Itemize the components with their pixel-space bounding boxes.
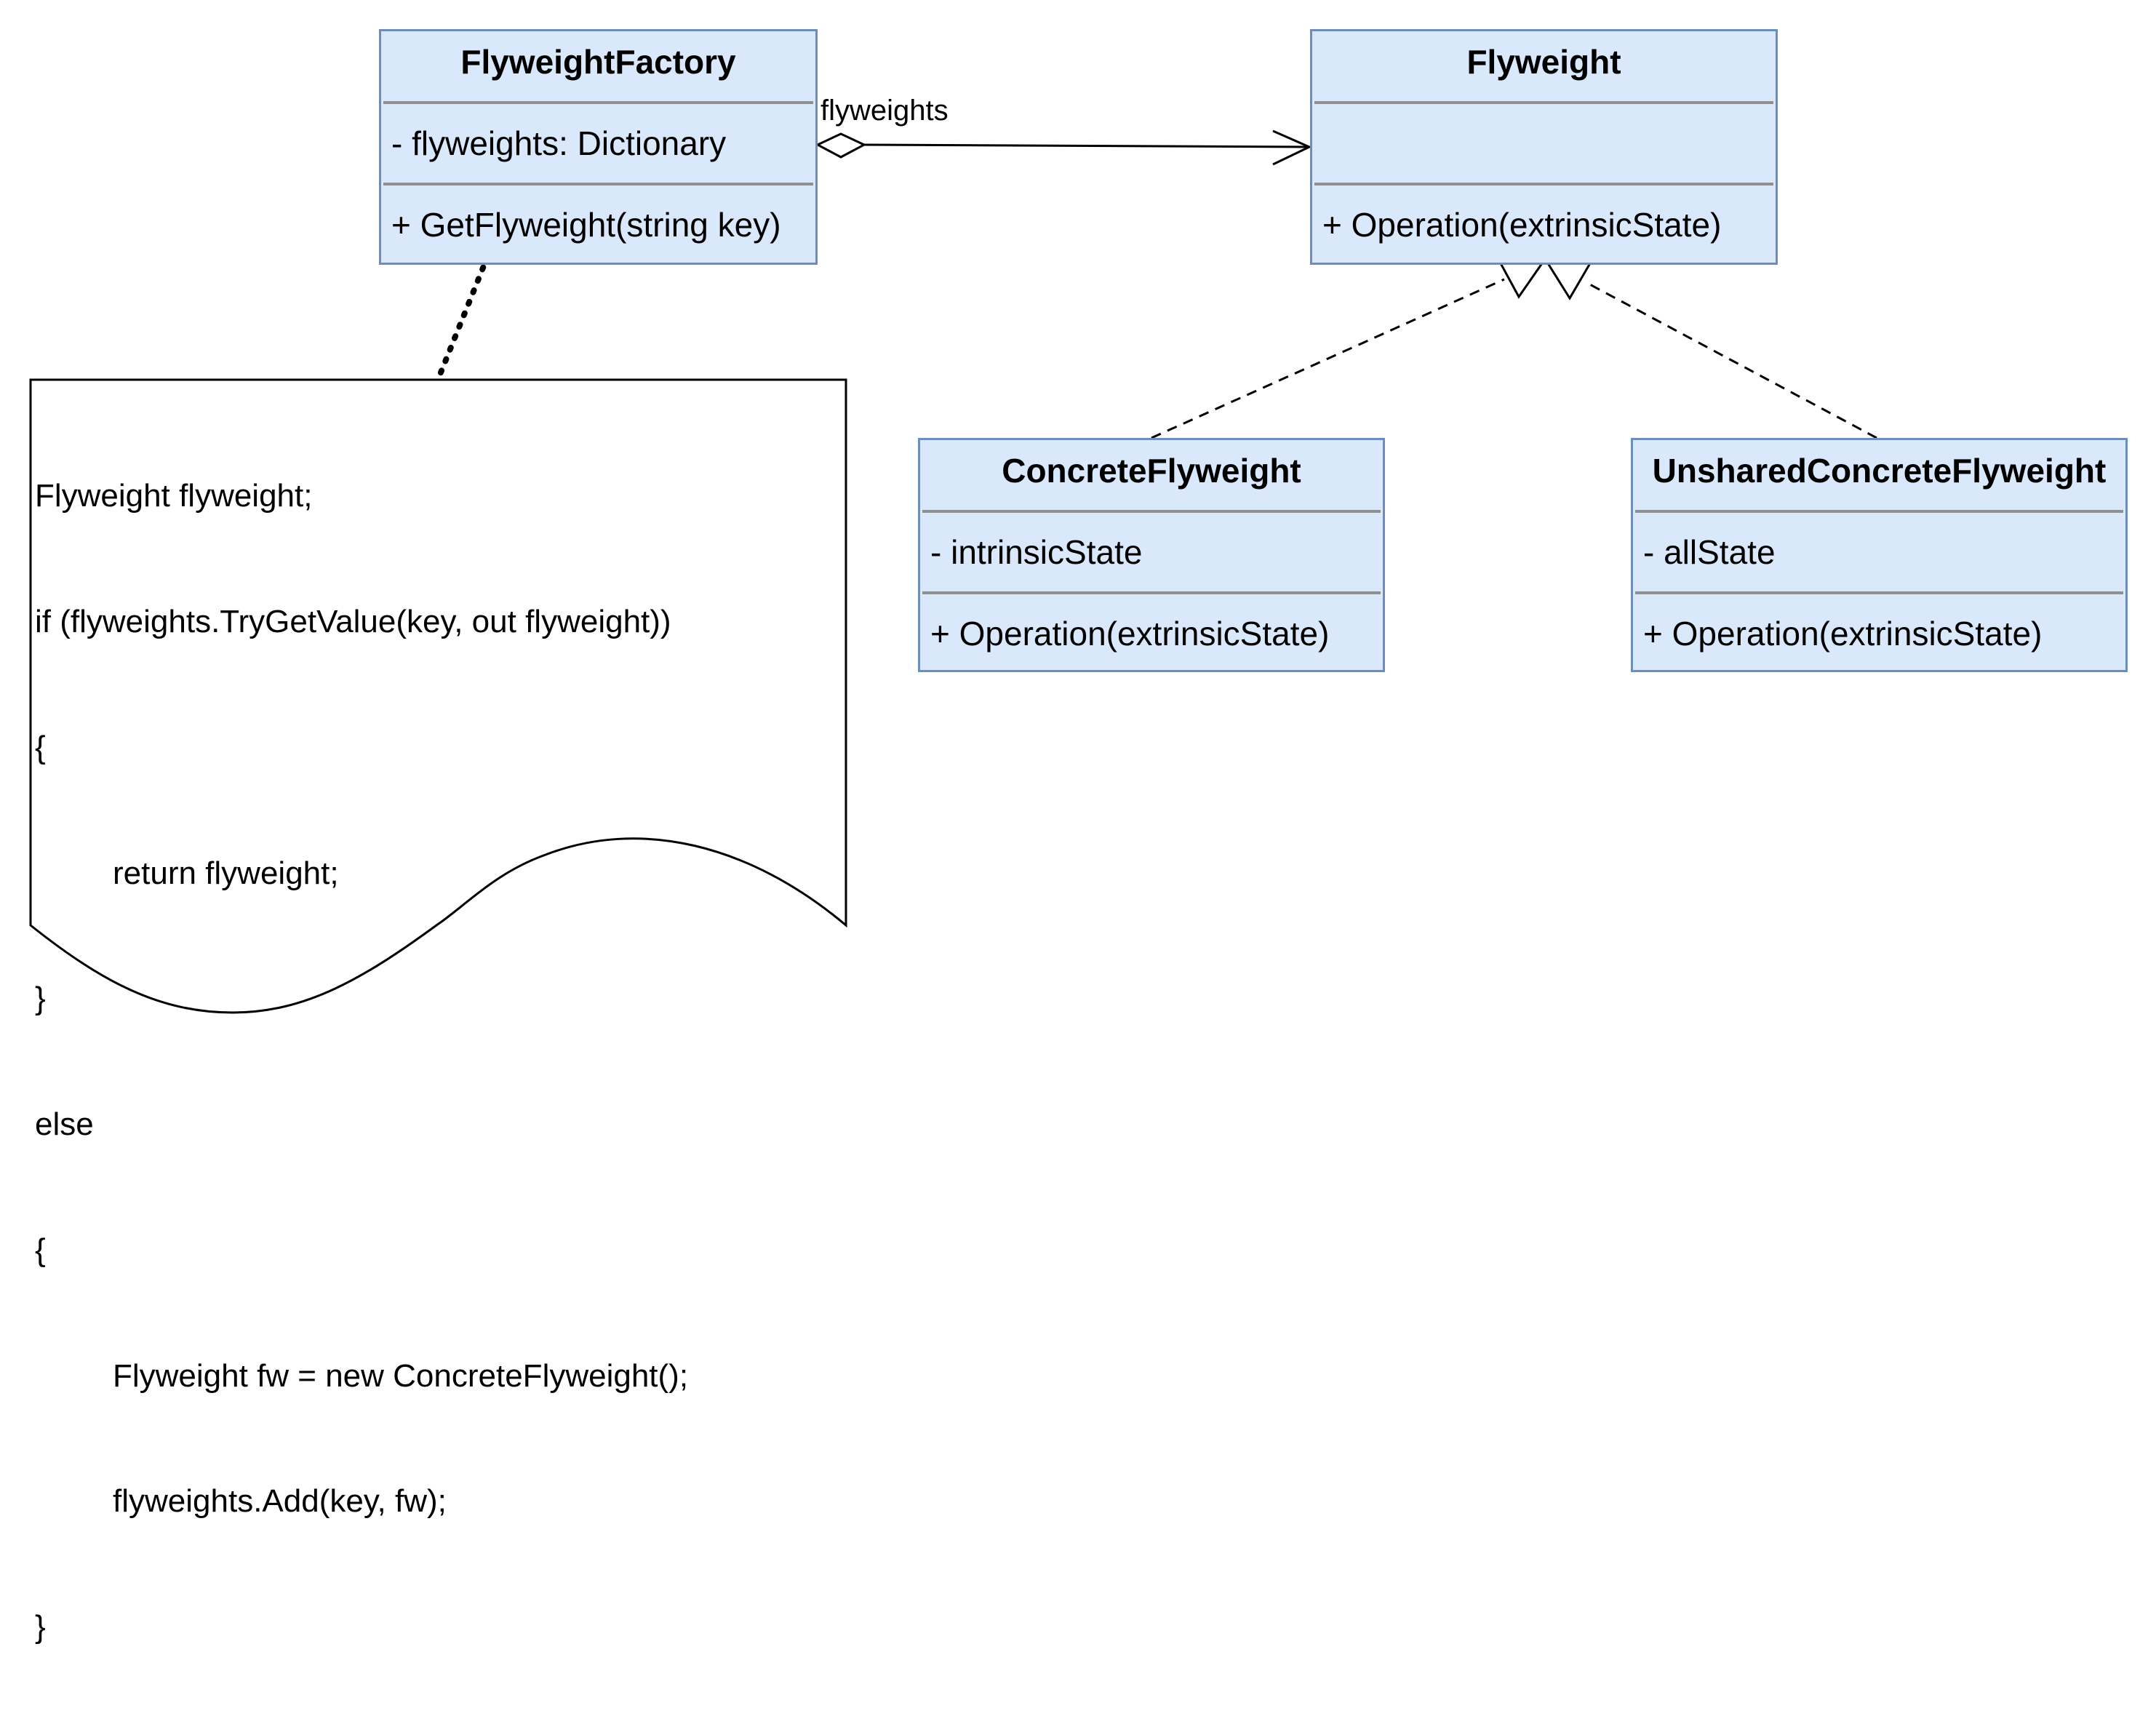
aggregation-line <box>863 143 1310 148</box>
class-method: + GetFlyweight(string key) <box>391 206 781 244</box>
realization-concrete-line <box>1151 278 1505 439</box>
class-name: Flyweight <box>1466 43 1621 81</box>
divider <box>383 101 813 104</box>
class-method: + Operation(extrinsicState) <box>930 615 1330 653</box>
class-method: + Operation(extrinsicState) <box>1643 615 2043 653</box>
realization-concrete-arrowhead <box>1498 262 1544 299</box>
class-attribute: - intrinsicState <box>930 533 1143 571</box>
code-line: Flyweight flyweight; <box>35 478 313 514</box>
class-name: ConcreteFlyweight <box>1002 452 1301 490</box>
code-note: Flyweight flyweight; if (flyweights.TryG… <box>35 391 835 1732</box>
class-attribute <box>1312 104 1776 183</box>
class-name: UnsharedConcreteFlyweight <box>1652 452 2107 490</box>
association-arrowhead <box>1272 129 1312 166</box>
class-name: FlyweightFactory <box>460 43 736 81</box>
association-label: flyweights <box>821 95 949 127</box>
class-attribute: - allState <box>1643 533 1776 571</box>
connectors-layer <box>29 129 1877 1014</box>
code-line: return flyweight; <box>113 855 339 891</box>
divider <box>1314 183 1773 185</box>
divider <box>1635 591 2123 594</box>
divider <box>1314 101 1773 104</box>
class-concrete-flyweight[interactable]: ConcreteFlyweight - intrinsicState + Ope… <box>918 438 1385 672</box>
class-flyweight[interactable]: Flyweight + Operation(extrinsicState) <box>1310 29 1778 265</box>
uml-class-diagram: flyweights FlyweightFactory - flyweights… <box>29 29 2128 1645</box>
code-line: flyweights.Add(key, fw); <box>113 1483 447 1520</box>
class-unshared-concrete-flyweight[interactable]: UnsharedConcreteFlyweight - allState + O… <box>1631 438 2128 672</box>
code-line: } <box>35 981 46 1017</box>
code-line: { <box>35 1232 46 1268</box>
divider <box>383 183 813 185</box>
code-line: else <box>35 1106 94 1143</box>
code-line: if (flyweights.TryGetValue(key, out flyw… <box>35 603 671 639</box>
divider <box>1635 510 2123 513</box>
realization-unshared-line <box>1585 281 1877 439</box>
divider <box>922 591 1381 594</box>
class-attribute: - flyweights: Dictionary <box>391 124 727 162</box>
note-link-dotted <box>435 242 495 383</box>
code-note-shape <box>29 378 847 1014</box>
class-method: + Operation(extrinsicState) <box>1322 206 1722 244</box>
code-line: Flyweight fw = new ConcreteFlyweight(); <box>113 1357 689 1394</box>
realization-unshared-arrowhead <box>1546 262 1592 300</box>
divider <box>922 510 1381 513</box>
aggregation-diamond <box>815 132 867 159</box>
code-line: } <box>35 1609 46 1645</box>
class-flyweight-factory[interactable]: FlyweightFactory - flyweights: Dictionar… <box>379 29 818 265</box>
code-line: { <box>35 729 46 765</box>
